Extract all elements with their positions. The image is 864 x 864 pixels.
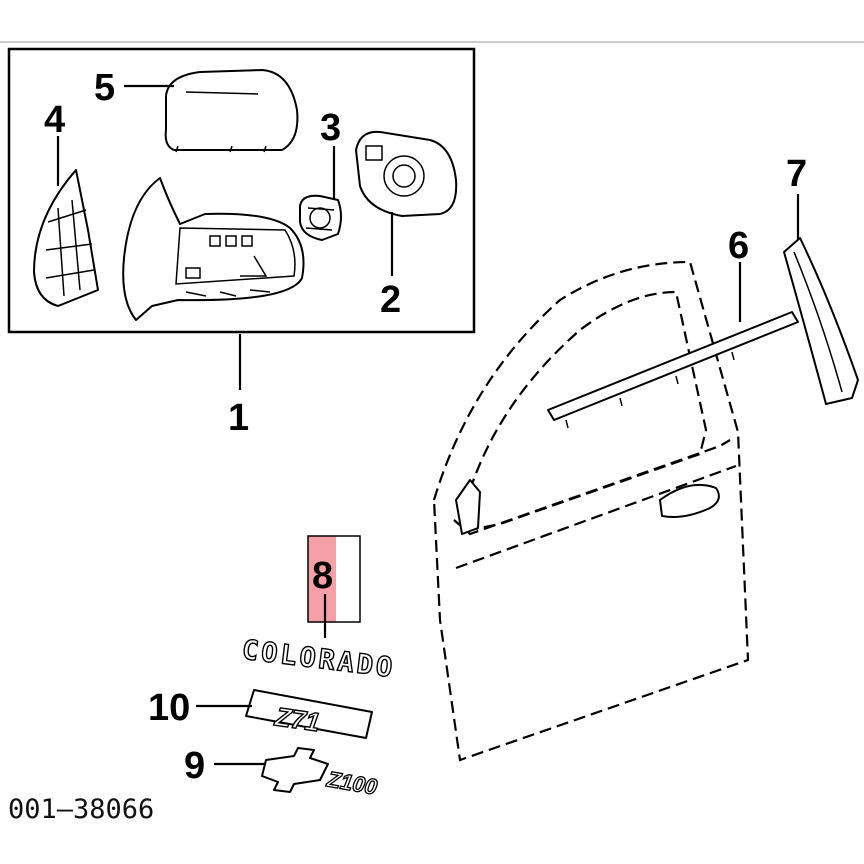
z71-emblem-text: Z71 — [272, 701, 322, 737]
callout-3: 3 — [320, 107, 341, 149]
z71-emblem: Z71 — [245, 689, 373, 739]
mirror-assembly-frame — [7, 47, 476, 334]
pillar-applique-part — [783, 237, 859, 405]
colorado-emblem-text: COLORADO — [240, 635, 397, 685]
colorado-emblem: COLORADO — [240, 634, 398, 685]
diagram-reference-number: 001–38066 — [8, 794, 154, 825]
callout-8: 8 — [312, 555, 333, 597]
door-mirror-mount — [455, 479, 481, 535]
callout-2: 2 — [380, 279, 401, 321]
belt-molding-part — [547, 311, 799, 429]
mirror-motor-part — [299, 194, 342, 241]
callout-7: 7 — [786, 153, 807, 195]
mirror-cap-part — [164, 69, 299, 153]
callout-5: 5 — [94, 67, 115, 109]
callout-4: 4 — [44, 99, 65, 141]
callout-1: 1 — [228, 397, 249, 439]
callout-10: 10 — [148, 687, 190, 729]
callout-8-box — [307, 535, 361, 623]
z100-emblem: Z100 — [261, 747, 380, 800]
callout-6: 6 — [728, 225, 749, 267]
callout-9: 9 — [184, 745, 205, 787]
z100-emblem-text: Z100 — [324, 766, 379, 800]
mirror-housing-part — [122, 177, 305, 321]
mirror-glass-part — [355, 130, 458, 217]
door-handle — [659, 484, 720, 518]
mirror-bracket-part — [33, 169, 99, 307]
